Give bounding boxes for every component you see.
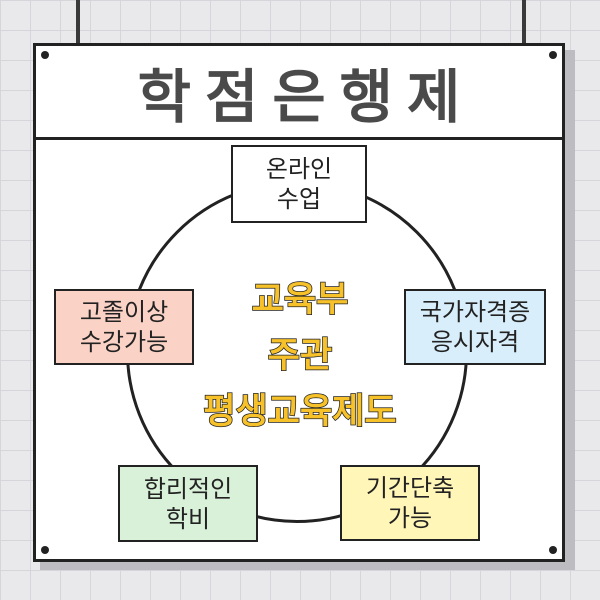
- node-shortened-period-line-2: 가능: [387, 504, 433, 532]
- bolt-top-right: [549, 51, 557, 59]
- node-license-eligibility: 국가자격증 응시자격: [404, 289, 546, 365]
- node-online-class-line-1: 온라인: [265, 155, 333, 183]
- center-line-3: 평생교육제도: [203, 391, 398, 433]
- hanger-right: [522, 0, 526, 48]
- node-shortened-period: 기간단축 가능: [340, 465, 480, 541]
- node-highschool-eligible: 고졸이상 수강가능: [54, 289, 194, 365]
- center-line-2: 주관: [267, 335, 333, 377]
- bolt-bottom-left: [41, 546, 49, 554]
- bolt-top-left: [41, 51, 49, 59]
- node-shortened-period-line-1: 기간단축: [365, 474, 455, 502]
- title-bar: 학점은행제: [36, 46, 562, 140]
- center-label: 교육부 주관 평생교육제도: [170, 272, 430, 440]
- bolt-bottom-right: [549, 546, 557, 554]
- node-license-eligibility-line-2: 응시자격: [430, 328, 520, 356]
- center-line-1: 교육부: [251, 279, 349, 321]
- page-title: 학점은행제: [137, 62, 475, 131]
- node-license-eligibility-line-1: 국가자격증: [419, 298, 531, 326]
- node-reasonable-tuition-line-2: 학비: [165, 504, 211, 533]
- node-reasonable-tuition-line-1: 합리적인: [143, 474, 233, 503]
- node-online-class-line-2: 수업: [276, 185, 322, 213]
- node-highschool-eligible-line-1: 고졸이상: [79, 298, 169, 326]
- node-online-class: 온라인 수업: [231, 145, 367, 223]
- node-highschool-eligible-line-2: 수강가능: [79, 328, 169, 356]
- hanger-left: [76, 0, 80, 48]
- node-reasonable-tuition: 합리적인 학비: [118, 465, 258, 542]
